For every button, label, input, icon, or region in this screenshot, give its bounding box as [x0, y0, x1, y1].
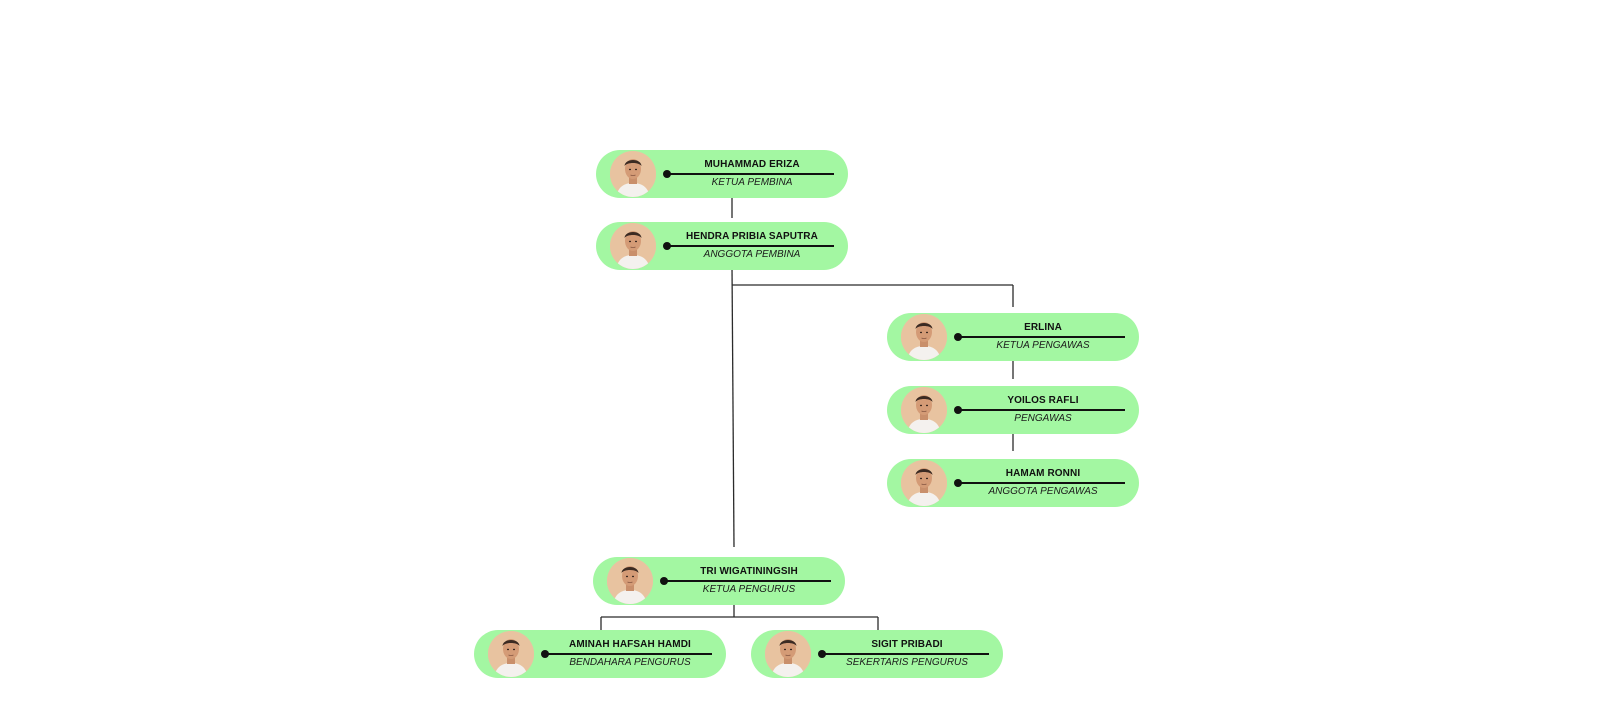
member-name: HAMAM RONNI: [1005, 468, 1081, 479]
avatar: [488, 631, 534, 677]
member-card-hendra-pribia-saputra: HENDRA PRIBIA SAPUTRA ANGGOTA PEMBINA: [596, 222, 848, 270]
card-divider: [663, 580, 831, 582]
member-role: PENGAWAS: [1014, 413, 1072, 424]
card-divider-dot: [663, 170, 671, 178]
card-divider-dot: [818, 650, 826, 658]
card-divider: [957, 409, 1125, 411]
member-name: TRI WIGATININGSIH: [700, 566, 798, 577]
member-card-erlina: ERLINA KETUA PENGAWAS: [887, 313, 1139, 361]
avatar: [901, 314, 947, 360]
connector-hendra-trunk: [731, 265, 735, 548]
card-divider: [821, 653, 989, 655]
person-photo-icon: [765, 631, 811, 677]
member-role: ANGGOTA PEMBINA: [703, 249, 801, 260]
card-divider-dot: [541, 650, 549, 658]
member-card-tri-wigatiningsih: TRI WIGATININGSIH KETUA PENGURUS: [593, 557, 845, 605]
member-name: HENDRA PRIBIA SAPUTRA: [686, 231, 818, 242]
member-name: AMINAH HAFSAH HAMDI: [569, 639, 691, 650]
card-divider-dot: [954, 406, 962, 414]
avatar: [610, 151, 656, 197]
avatar: [901, 460, 947, 506]
member-role: ANGGOTA PENGAWAS: [988, 486, 1098, 497]
member-role: BENDAHARA PENGURUS: [569, 657, 691, 668]
member-card-aminah-hafsah-hamdi: AMINAH HAFSAH HAMDI BENDAHARA PENGURUS: [474, 630, 726, 678]
member-role: KETUA PENGURUS: [702, 584, 796, 595]
member-name: YOILOS RAFLI: [1007, 395, 1079, 406]
card-divider: [666, 173, 834, 175]
avatar: [901, 387, 947, 433]
member-card-sigit-pribadi: SIGIT PRIBADI SEKERTARIS PENGURUS: [751, 630, 1003, 678]
member-role: KETUA PEMBINA: [711, 177, 793, 188]
card-divider: [666, 245, 834, 247]
member-role: SEKERTARIS PENGURUS: [846, 657, 968, 668]
person-photo-icon: [610, 151, 656, 197]
member-role: KETUA PENGAWAS: [996, 340, 1090, 351]
person-photo-icon: [610, 223, 656, 269]
card-divider: [957, 482, 1125, 484]
avatar: [765, 631, 811, 677]
member-card-hamam-ronni: HAMAM RONNI ANGGOTA PENGAWAS: [887, 459, 1139, 507]
person-photo-icon: [607, 558, 653, 604]
member-name: SIGIT PRIBADI: [871, 639, 943, 650]
person-photo-icon: [488, 631, 534, 677]
card-divider-dot: [954, 333, 962, 341]
card-divider: [544, 653, 712, 655]
person-photo-icon: [901, 314, 947, 360]
card-divider-dot: [663, 242, 671, 250]
card-divider-dot: [660, 577, 668, 585]
person-photo-icon: [901, 460, 947, 506]
card-divider-dot: [954, 479, 962, 487]
member-name: ERLINA: [1024, 322, 1062, 333]
member-card-muhammad-eriza: MUHAMMAD ERIZA KETUA PEMBINA: [596, 150, 848, 198]
member-name: MUHAMMAD ERIZA: [704, 159, 800, 170]
card-divider: [957, 336, 1125, 338]
avatar: [610, 223, 656, 269]
member-card-yoilos-rafli: YOILOS RAFLI PENGAWAS: [887, 386, 1139, 434]
person-photo-icon: [901, 387, 947, 433]
avatar: [607, 558, 653, 604]
